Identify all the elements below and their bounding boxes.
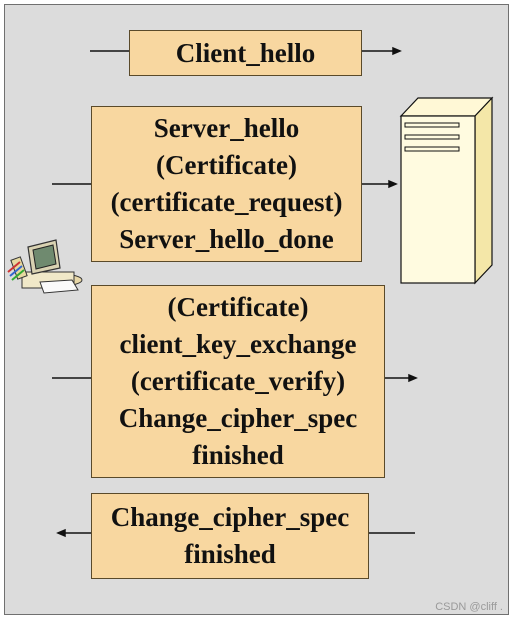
message-line: (Certificate): [156, 150, 297, 180]
watermark: CSDN @cliff .: [435, 601, 503, 613]
message-line: Client_hello: [175, 37, 316, 68]
message-line: Change_cipher_spec: [110, 502, 350, 532]
arrowhead-3: [408, 373, 418, 383]
server-tower-icon: [399, 96, 494, 285]
arrowhead-2: [388, 179, 398, 189]
arrowhead-1: [392, 46, 402, 56]
message-line: (certificate_verify): [130, 366, 346, 396]
message-line: finished: [192, 440, 284, 470]
message-box-client-key-exchange: (Certificate) client_key_exchange (certi…: [91, 285, 385, 478]
message-box-server-finished: Change_cipher_spec finished: [91, 493, 369, 579]
message-line: client_key_exchange: [119, 329, 357, 359]
message-line: Change_cipher_spec: [118, 403, 358, 433]
client-computer-icon: [7, 239, 83, 294]
message-line: finished: [184, 539, 276, 569]
message-box-server-hello: Server_hello (Certificate) (certificate_…: [91, 106, 362, 262]
message-line: Server_hello_done: [119, 224, 334, 254]
message-box-client-hello: Client_hello: [129, 30, 362, 76]
message-line: Server_hello: [153, 113, 300, 143]
message-line: (Certificate): [167, 292, 309, 322]
message-line: (certificate_request): [110, 187, 343, 217]
